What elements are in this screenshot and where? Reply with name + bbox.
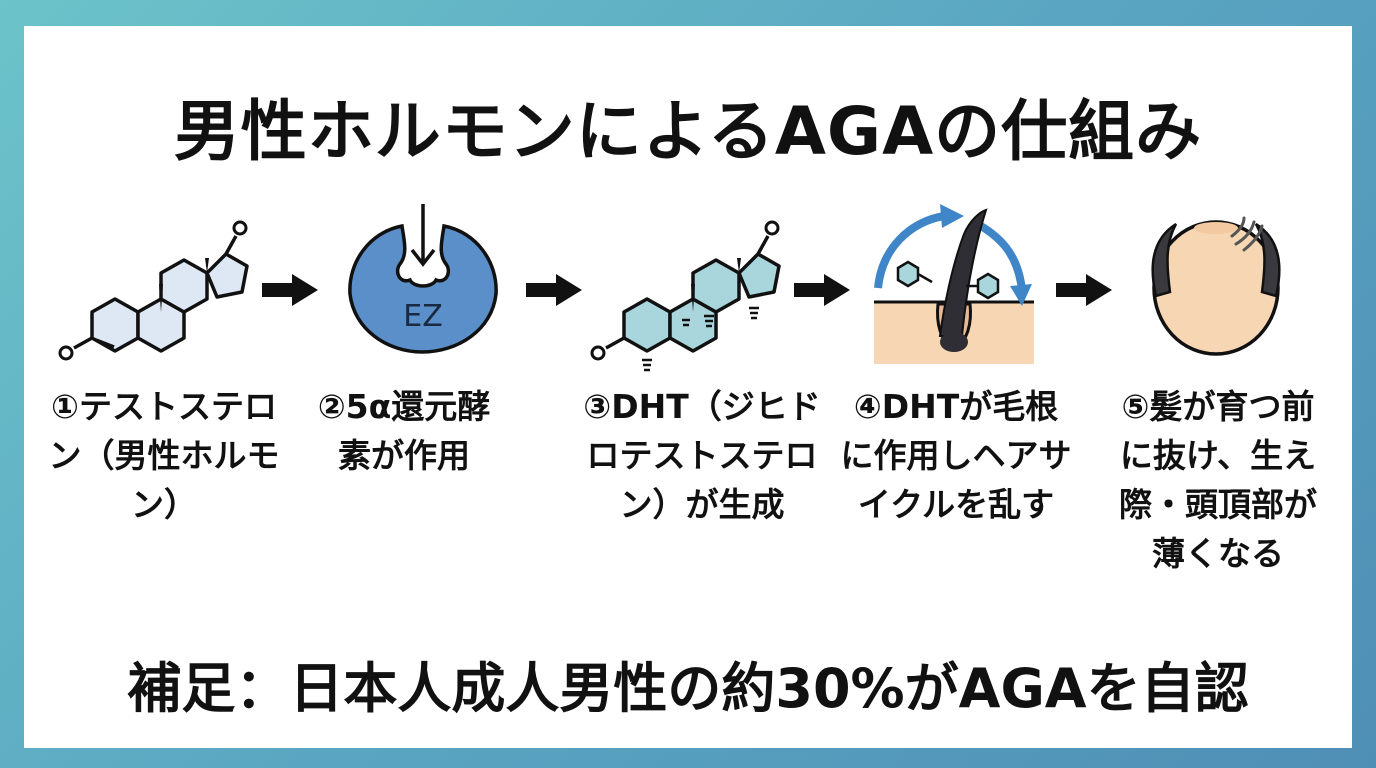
step-label-5: ⑤髪が育つ前に抜け、生え際・頭頂部が薄くなる	[1119, 387, 1317, 573]
step-label-1: ①テストステロン（男性ホルモン）	[48, 387, 280, 524]
flow-arrow-1	[262, 274, 318, 306]
enzyme-icon: EZ	[348, 204, 498, 354]
flow-arrow-3	[794, 274, 850, 306]
enzyme-label: EZ	[403, 299, 443, 334]
flow-arrow-2	[526, 274, 582, 306]
flow-arrow-4	[1056, 274, 1112, 306]
testosterone-molecule-icon	[58, 220, 249, 361]
step-label-3: ③DHT（ジヒドロテストステロン）が生成	[583, 387, 821, 524]
step-label-4: ④DHTが毛根に作用しヘアサイクルを乱す	[840, 387, 1072, 524]
step-label-2: ②5α還元酵素が作用	[317, 387, 491, 475]
hair-follicle-icon	[874, 204, 1034, 364]
diagram-title: 男性ホルモンによるAGAの仕組み	[173, 93, 1203, 170]
dht-molecule-icon	[590, 220, 781, 372]
footnote: 補足：日本人成人男性の約30%がAGAを自認	[127, 657, 1249, 720]
diagram-panel: 男性ホルモンによるAGAの仕組み EZ	[24, 26, 1352, 748]
thinning-head-icon	[1151, 216, 1281, 356]
